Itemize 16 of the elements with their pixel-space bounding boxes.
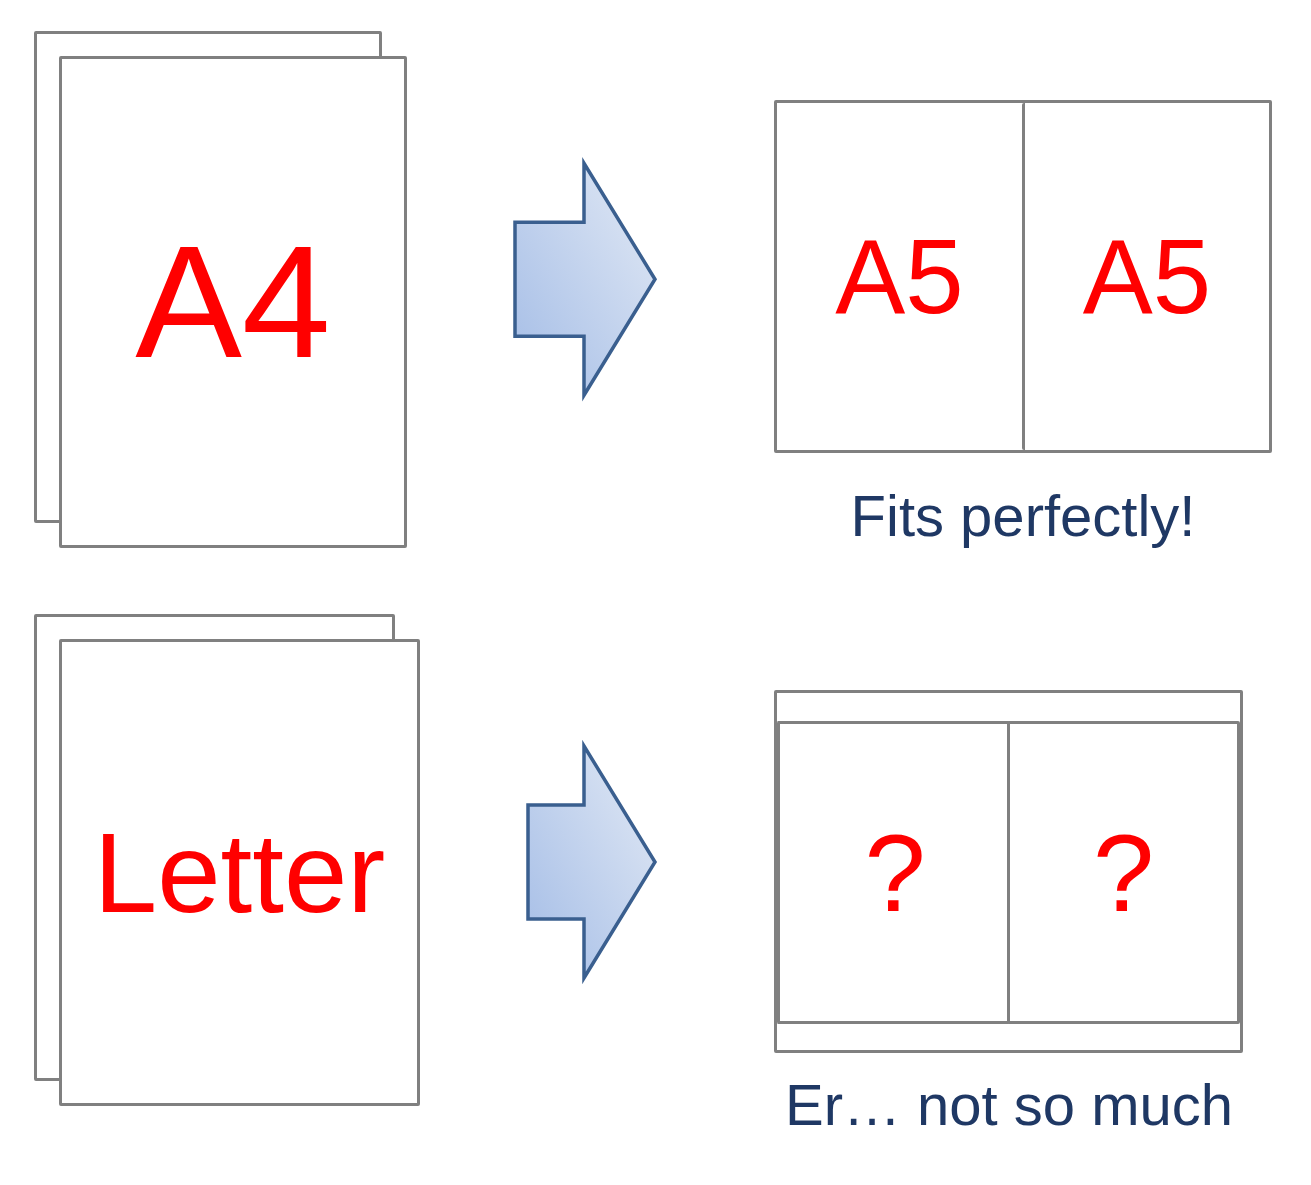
block-arrow xyxy=(513,157,658,402)
sheet-label: ? xyxy=(1092,817,1155,928)
sheet-label: A4 xyxy=(135,222,331,382)
half-sheet xyxy=(1007,721,1240,1024)
sheet-label: A5 xyxy=(1082,224,1212,329)
sheet-label: ? xyxy=(864,817,926,928)
caption-text: Fits perfectly! xyxy=(850,483,1196,550)
sheet-label: A5 xyxy=(835,224,964,329)
sheet-label: Letter xyxy=(93,815,386,930)
half-sheet xyxy=(777,721,1010,1024)
caption-text: Er… not so much xyxy=(784,1072,1234,1139)
paper-sheet xyxy=(59,639,420,1106)
paper-sheet xyxy=(774,690,1243,1053)
block-arrow xyxy=(526,739,658,985)
paper-sheet xyxy=(59,56,407,548)
paper-sheet xyxy=(774,100,1272,453)
